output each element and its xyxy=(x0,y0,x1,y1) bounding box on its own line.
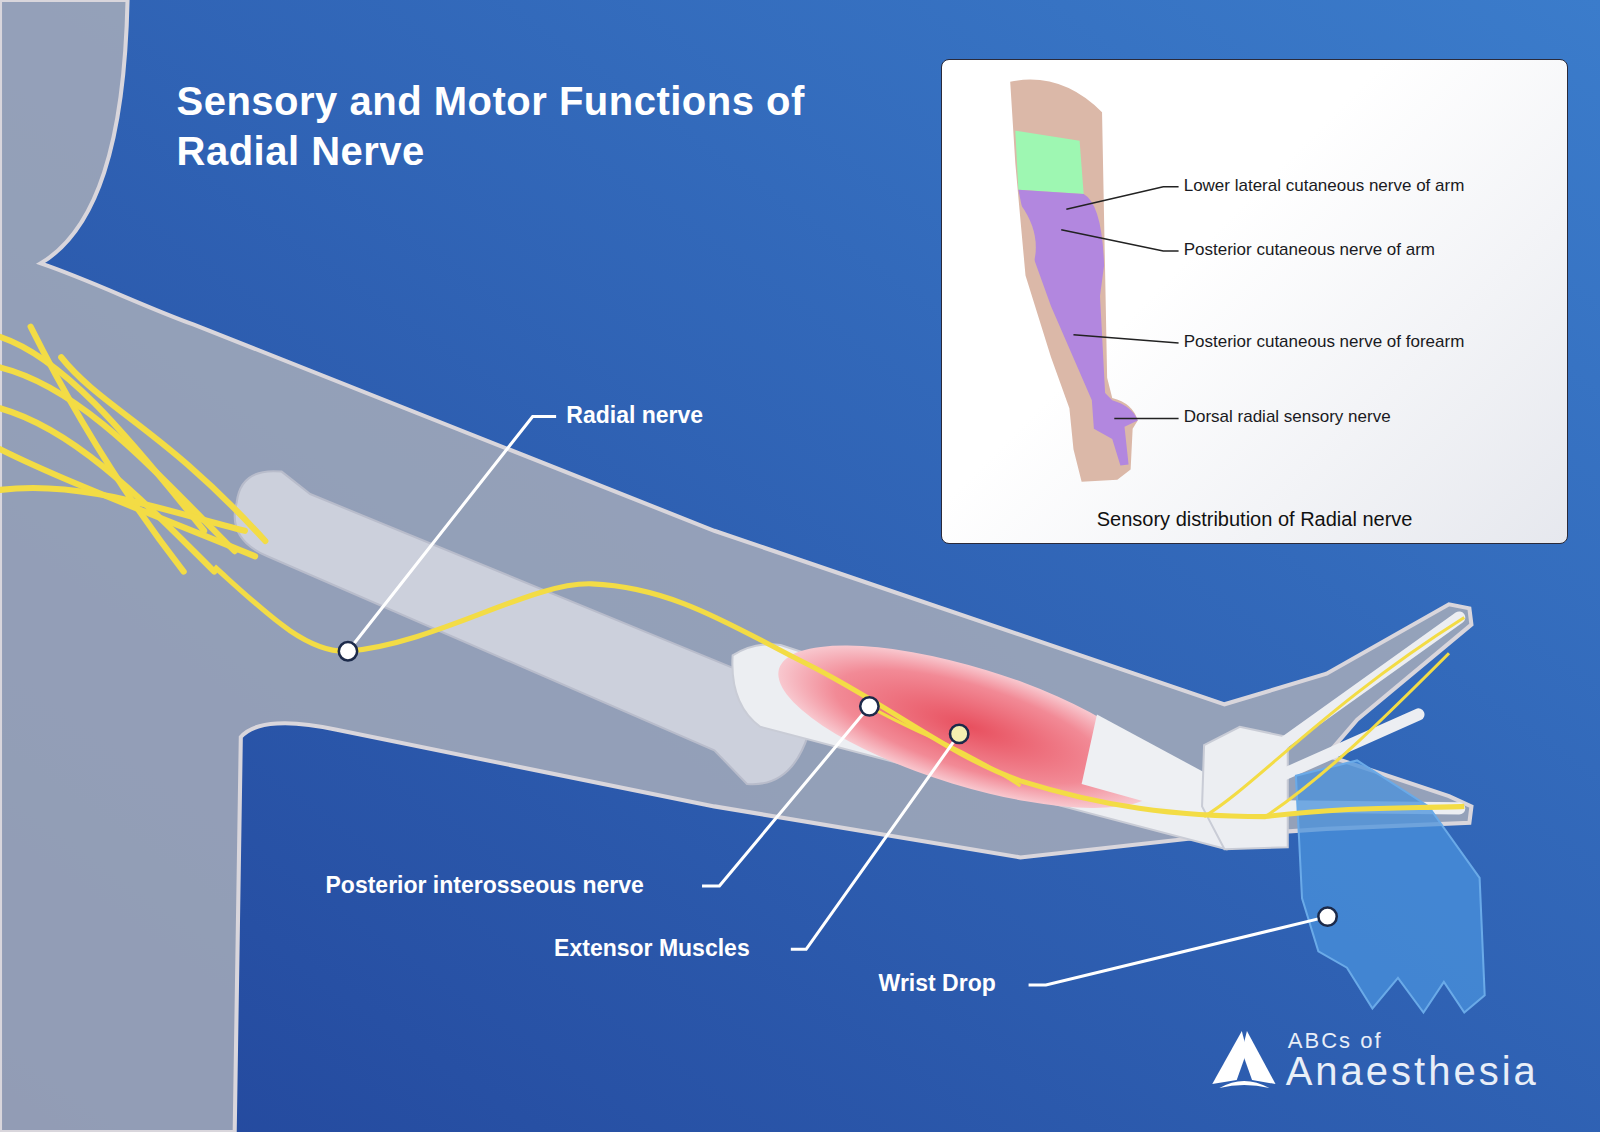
logo-mark xyxy=(1212,1031,1275,1088)
brachial-plexus xyxy=(0,327,265,572)
inset-panel: Sensory distribution of Radial nerve xyxy=(941,59,1569,544)
callout-label: Radial nerve xyxy=(566,402,703,429)
wrist-drop-hand xyxy=(1296,760,1485,1012)
panel-caption: Sensory distribution of Radial nerve xyxy=(942,508,1568,531)
region-label: Posterior cutaneous nerve of arm xyxy=(1184,240,1435,260)
region-label: Posterior cutaneous nerve of forearm xyxy=(1184,332,1465,352)
callout-label: Extensor Muscles xyxy=(554,935,750,962)
radial-nerve xyxy=(214,567,1464,817)
diagram-title: Sensory and Motor Functions of Radial Ne… xyxy=(177,76,937,176)
region-label: Lower lateral cutaneous nerve of arm xyxy=(1184,176,1465,196)
callout-label: Wrist Drop xyxy=(879,970,996,997)
callout-label: Posterior interosseous nerve xyxy=(326,872,644,899)
humerus-bone xyxy=(235,471,808,784)
watermark: Anaesthesia xyxy=(1286,1049,1539,1094)
nerve-branches xyxy=(869,618,1464,817)
region-label: Dorsal radial sensory nerve xyxy=(1184,407,1391,427)
